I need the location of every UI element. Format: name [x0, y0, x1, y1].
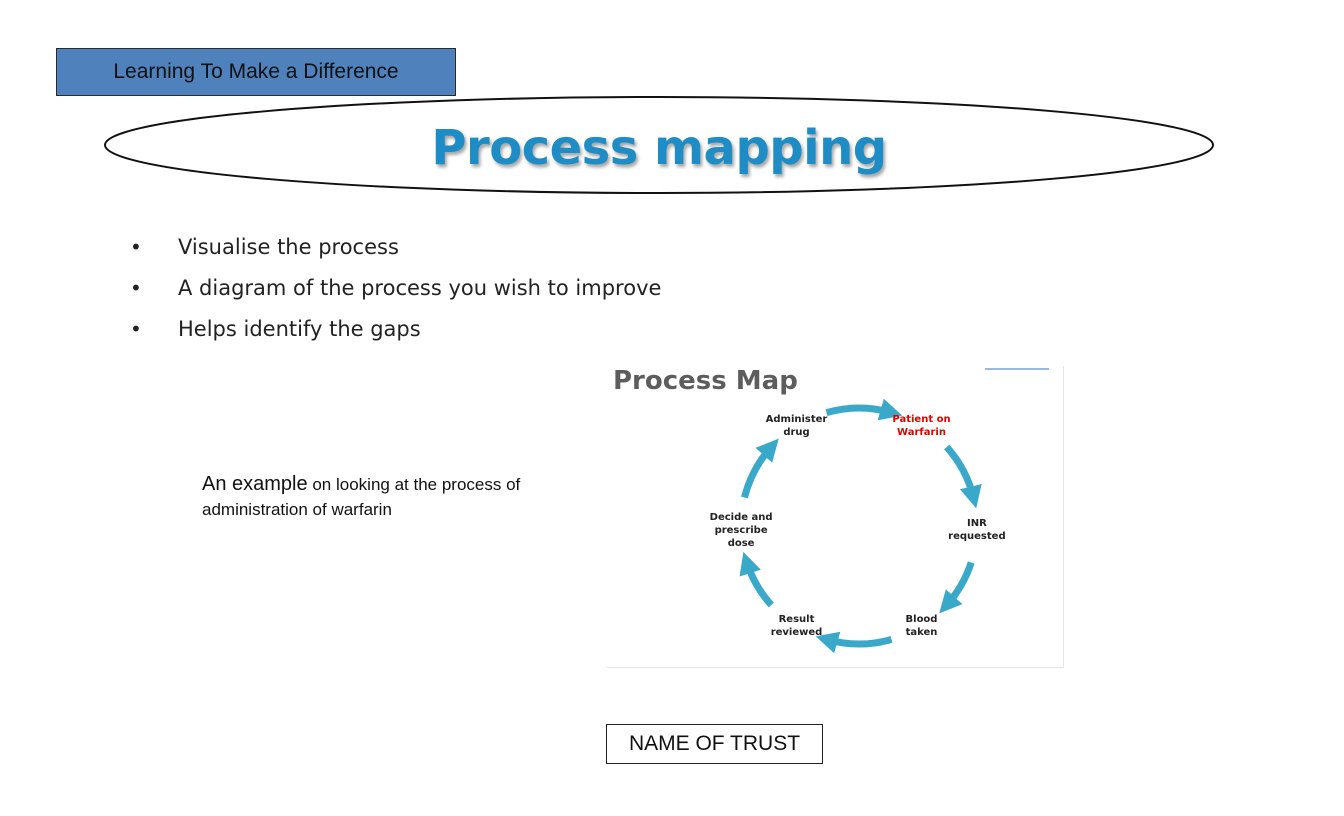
cycle-node-label: Warfarin — [897, 426, 946, 438]
cycle-node-label: INR — [966, 518, 987, 530]
cycle-arrow — [825, 398, 903, 421]
cycle-node-label: Decide and — [709, 511, 773, 523]
section-banner: Learning To Make a Difference — [56, 48, 456, 96]
cycle-node-label: reviewed — [770, 627, 823, 639]
cycle-node-label: prescribe — [714, 524, 768, 536]
cycle-arrow — [739, 551, 774, 608]
trust-name-box: NAME OF TRUST — [606, 724, 823, 764]
cycle-arrow — [944, 444, 982, 509]
cycle-arrow — [939, 561, 975, 614]
bullet-item: •Visualise the process — [130, 235, 399, 259]
cycle-node-label: drug — [783, 426, 810, 438]
banner-label: Learning To Make a Difference — [113, 60, 399, 83]
trust-name-label: NAME OF TRUST — [628, 732, 801, 755]
cycle-node-label: Blood — [905, 614, 938, 626]
process-map-heading: Process Map — [613, 366, 798, 396]
cycle-diagram — [739, 398, 982, 654]
cycle-node-label: Administer — [765, 413, 828, 425]
bullet-text: Visualise the process — [178, 235, 399, 259]
caption-rest: on looking at the process of administrat… — [202, 475, 521, 519]
page-title: Process mapping — [431, 120, 887, 176]
cycle-node-label: dose — [727, 537, 755, 549]
bullet-text: Helps identify the gaps — [178, 317, 421, 341]
source-link-mark — [985, 368, 1049, 370]
bullet-list: •Visualise the process •A diagram of the… — [130, 228, 661, 351]
cycle-arrow — [815, 631, 893, 654]
example-caption: An example on looking at the process of … — [202, 472, 602, 522]
title-ellipse — [104, 96, 1214, 194]
cycle-node-label: taken — [905, 627, 938, 639]
bullet-text: A diagram of the process you wish to imp… — [178, 276, 662, 300]
cycle-node-label: Result — [778, 614, 815, 626]
cycle-node-label: Patient on — [892, 413, 951, 425]
bullet-item: •Helps identify the gaps — [130, 317, 421, 341]
cycle-arrow — [741, 438, 779, 499]
bullet-item: •A diagram of the process you wish to im… — [130, 276, 662, 300]
caption-lead: An example — [202, 473, 308, 495]
cycle-node-label: requested — [948, 531, 1006, 543]
